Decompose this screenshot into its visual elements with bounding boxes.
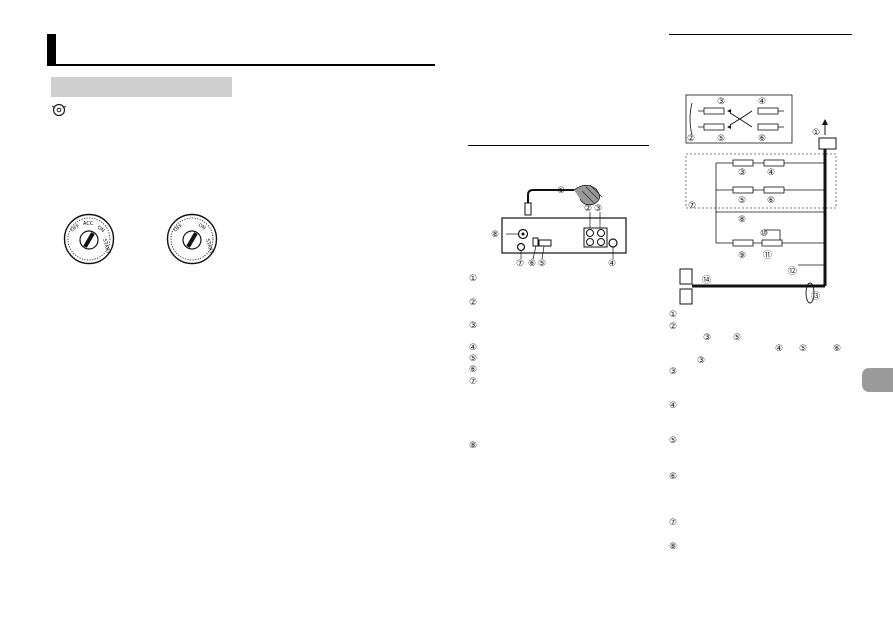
callout-label: ⑧ xyxy=(738,215,747,225)
right-section-rule xyxy=(669,34,852,35)
language-side-tab xyxy=(862,368,893,392)
svg-text:OFF: OFF xyxy=(70,223,81,234)
callout-label: ⑧ xyxy=(491,230,500,240)
section-title-rule xyxy=(56,64,435,66)
callout-label: ⑪ xyxy=(763,251,773,261)
callout-label: ⑭ xyxy=(702,276,712,286)
svg-text:START: START xyxy=(101,238,111,255)
section-title-marker xyxy=(47,34,56,66)
subsection-heading-box xyxy=(51,77,232,97)
ignition-switch-without-acc-diagram: OFF ON START xyxy=(166,213,218,265)
callout-label: ② xyxy=(687,134,696,144)
list-marker: ③ xyxy=(669,367,678,377)
list-marker: ⑧ xyxy=(669,542,678,552)
callout-label: ① xyxy=(557,186,566,196)
section-title-bar xyxy=(47,34,435,66)
middle-section-rule xyxy=(468,145,649,146)
callout-label: ⑨ xyxy=(738,251,747,261)
callout-label: ⑤ xyxy=(717,134,726,144)
svg-text:ON: ON xyxy=(96,225,106,234)
list-marker: ⑥ xyxy=(469,365,478,375)
callout-label: ⑥ xyxy=(528,259,537,269)
head-unit-rear-diagram xyxy=(486,177,636,272)
list-marker: ⑧ xyxy=(469,441,478,451)
svg-text:ON: ON xyxy=(197,223,207,232)
ignition-switch-with-acc-diagram: OFF ACC ON START xyxy=(63,213,115,265)
inline-ref: ③ xyxy=(703,333,712,343)
callout-label: ⑤ xyxy=(538,259,547,269)
list-marker: ⑥ xyxy=(669,472,678,482)
callout-label: ⑥ xyxy=(767,196,776,206)
callout-label: ④ xyxy=(608,259,617,269)
inline-ref: ③ xyxy=(697,356,706,366)
callout-label: ⑬ xyxy=(811,292,821,302)
svg-text:OFF: OFF xyxy=(173,223,184,234)
callout-label: ⑩ xyxy=(760,229,769,239)
svg-text:START: START xyxy=(204,238,214,255)
callout-label: ⑫ xyxy=(788,267,798,277)
list-marker: ① xyxy=(669,310,678,320)
callout-label: ② xyxy=(584,204,593,214)
list-marker: ③ xyxy=(469,321,478,331)
callout-label: ⑤ xyxy=(738,196,747,206)
list-marker: ④ xyxy=(469,343,478,353)
list-marker: ⑦ xyxy=(469,377,478,387)
inline-ref: ⑤ xyxy=(799,344,808,354)
svg-text:ACC: ACC xyxy=(83,221,94,227)
callout-label: ⑦ xyxy=(516,259,525,269)
inline-ref: ④ xyxy=(775,344,784,354)
callout-label: ③ xyxy=(594,204,603,214)
callout-label: ③ xyxy=(738,168,747,178)
list-marker: ② xyxy=(469,298,478,308)
list-marker: ⑤ xyxy=(469,354,478,364)
list-marker: ② xyxy=(669,322,678,332)
inline-ref: ⑤ xyxy=(733,333,742,343)
inline-ref: ⑥ xyxy=(833,344,842,354)
callout-label: ⑥ xyxy=(758,134,767,144)
list-marker: ⑤ xyxy=(669,436,678,446)
callout-label: ③ xyxy=(717,97,726,107)
list-marker: ① xyxy=(469,274,478,284)
wiring-diagram xyxy=(678,93,846,308)
disc-note-icon xyxy=(51,103,67,117)
list-marker: ⑦ xyxy=(669,518,678,528)
callout-label: ⑦ xyxy=(688,201,697,211)
list-marker: ④ xyxy=(669,401,678,411)
callout-label: ① xyxy=(812,128,821,138)
callout-label: ④ xyxy=(767,168,776,178)
callout-label: ④ xyxy=(758,97,767,107)
